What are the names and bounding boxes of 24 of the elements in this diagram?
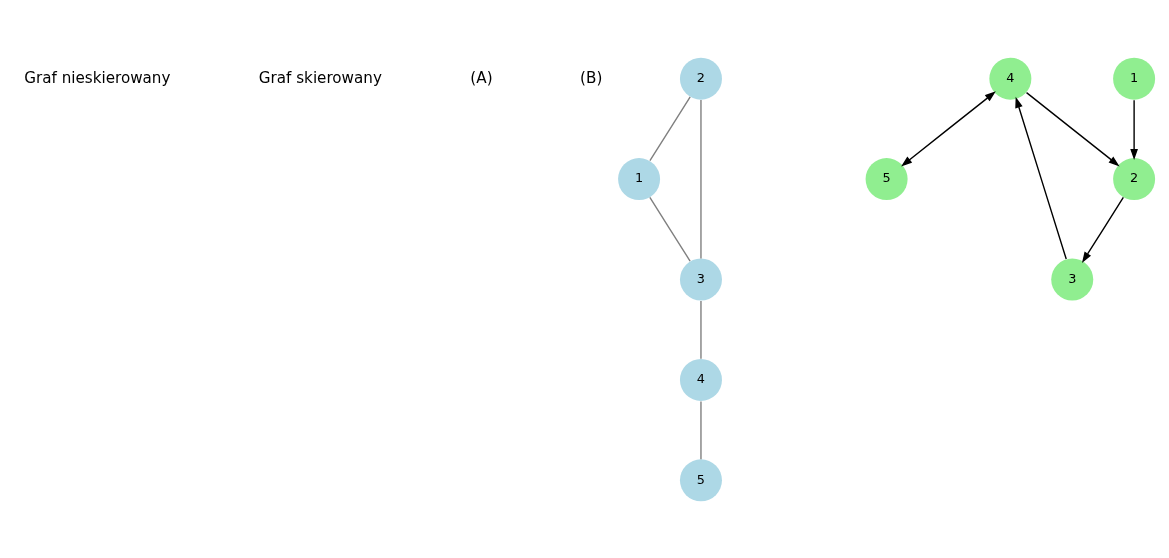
node-circle: 1 <box>618 157 661 200</box>
label: Graf nieskierowany <box>24 68 171 87</box>
label: Graf skierowany <box>258 68 382 87</box>
label: (B) <box>580 68 603 87</box>
connector <box>649 95 691 161</box>
node-circle: 4 <box>679 358 722 401</box>
connector <box>649 196 691 262</box>
arrow <box>901 90 996 166</box>
connector <box>700 98 702 259</box>
node-circle: 5 <box>865 157 908 200</box>
node-circle: 3 <box>679 258 722 300</box>
node-circle: 2 <box>679 57 722 100</box>
connector <box>700 299 702 359</box>
connector <box>700 400 702 460</box>
node-circle: 3 <box>1051 258 1094 300</box>
arrow <box>1130 98 1138 160</box>
node-circle: 1 <box>1113 57 1156 100</box>
arrow <box>1081 196 1125 263</box>
arrow <box>1025 91 1120 166</box>
arrow <box>1015 96 1067 260</box>
node-circle: 5 <box>679 458 722 501</box>
label: (A) <box>470 68 493 87</box>
node-circle: 4 <box>989 57 1032 100</box>
node-circle: 2 <box>1113 157 1156 200</box>
